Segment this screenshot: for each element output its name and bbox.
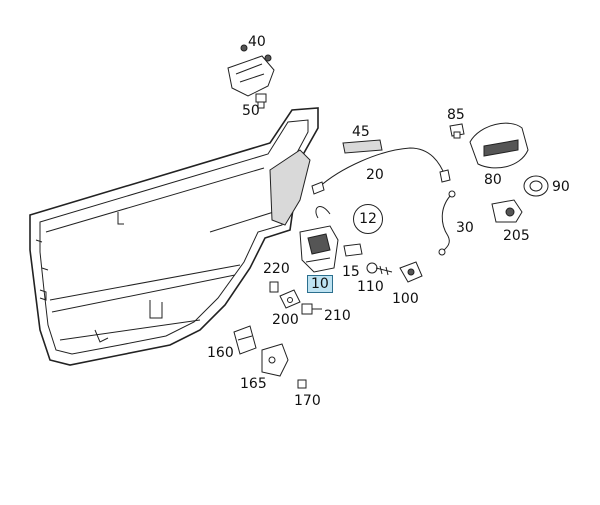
- part-label-12-circled: 12: [353, 204, 383, 234]
- part-label-90: 90: [552, 179, 570, 195]
- part-160-module: [233, 325, 257, 355]
- part-label-80: 80: [484, 172, 502, 188]
- part-210-bolt: [301, 303, 322, 315]
- part-label-200: 200: [272, 312, 299, 328]
- part-45-pad: [342, 139, 383, 154]
- part-label-205: 205: [503, 228, 530, 244]
- part-label-10-highlighted[interactable]: 10: [307, 275, 333, 293]
- door-frame: [29, 107, 319, 366]
- part-label-100: 100: [392, 291, 419, 307]
- part-label-220: 220: [263, 261, 290, 277]
- part-200-washer: [279, 289, 301, 309]
- part-label-45: 45: [352, 124, 370, 140]
- part-label-40: 40: [248, 34, 266, 50]
- part-label-20: 20: [366, 167, 384, 183]
- part-220-pin: [269, 281, 279, 293]
- part-80-handle: [469, 122, 529, 169]
- part-85-screw: [449, 123, 465, 139]
- part-100-striker: [399, 261, 423, 283]
- part-label-165: 165: [240, 376, 267, 392]
- part-10-lock: [299, 205, 339, 273]
- part-50-bolt: [255, 93, 267, 109]
- part-20-cable: [311, 147, 451, 195]
- part-label-30: 30: [456, 220, 474, 236]
- part-label-15: 15: [342, 264, 360, 280]
- part-205-cylinder: [491, 199, 523, 223]
- part-label-50: 50: [242, 103, 260, 119]
- part-110-screw: [366, 262, 393, 276]
- part-label-85: 85: [447, 107, 465, 123]
- part-label-110: 110: [357, 279, 384, 295]
- part-90-cap: [523, 175, 549, 197]
- part-label-170: 170: [294, 393, 321, 409]
- part-label-210: 210: [324, 308, 351, 324]
- exploded-parts-diagram: [29, 44, 549, 389]
- part-165-plate: [261, 343, 289, 377]
- part-30-rod: [438, 190, 456, 256]
- part-15-bolt: [343, 243, 363, 257]
- part-40-bracket: [227, 44, 275, 97]
- part-label-160: 160: [207, 345, 234, 361]
- part-170-screw: [297, 379, 307, 389]
